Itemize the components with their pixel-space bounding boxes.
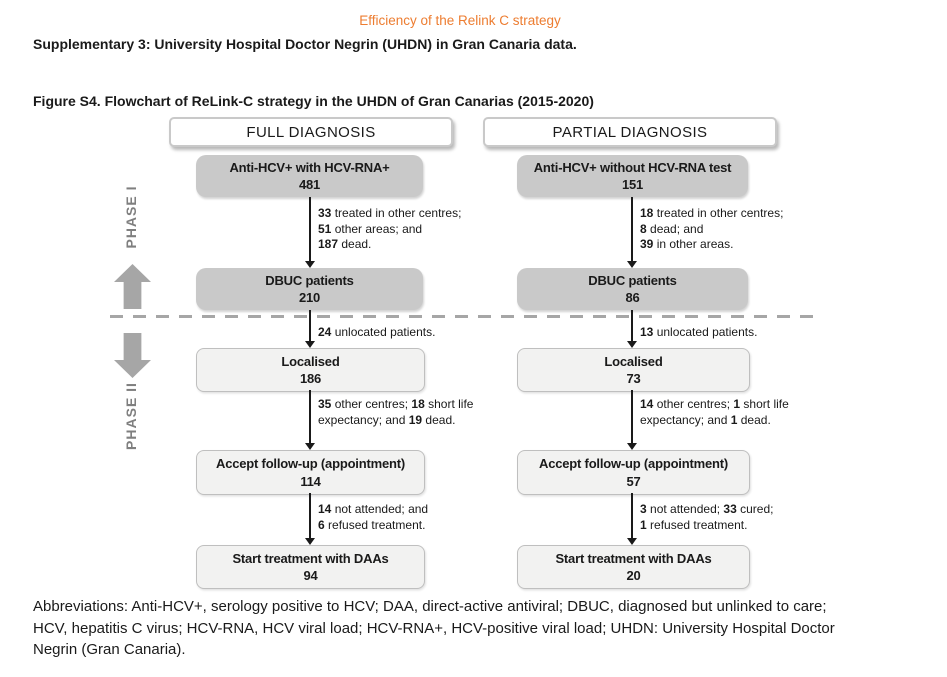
arrow-down-icon [309,310,311,341]
node-label: Accept follow-up (appointment) [216,456,405,471]
node-label: Anti-HCV+ without HCV-RNA test [533,159,732,175]
annotation-full-exclusions-1: 33 treated in other centres;51 other are… [318,206,462,251]
annotation-partial-unlocated: 13 unlocated patients. [640,325,758,339]
phase-1-up-arrow-icon [114,264,151,309]
phase-2-down-arrow-icon [114,333,151,378]
node-value: 94 [303,568,318,583]
node-partial-treatment: Start treatment with DAAs 20 [517,545,750,589]
node-value: 57 [626,473,641,489]
abbreviations-line: Abbreviations: Anti-HCV+, serology posit… [33,598,827,615]
node-label: Start treatment with DAAs [232,550,389,566]
node-full-followup: Accept follow-up (appointment) 114 [196,450,425,495]
arrow-down-icon [309,197,311,261]
node-partial-followup: Accept follow-up (appointment) 57 [517,450,750,495]
phase-divider-dashed-line [110,315,822,318]
arrow-down-icon [631,390,633,443]
node-partial-dbuc: DBUC patients 86 [517,268,748,310]
node-full-treatment: Start treatment with DAAs 94 [196,545,425,589]
arrow-down-icon [631,197,633,261]
abbreviations-footer: Abbreviations: Anti-HCV+, serology posit… [33,596,928,661]
supplementary-title: Supplementary 3: University Hospital Doc… [33,36,577,52]
arrow-down-icon [309,493,311,538]
node-label: Anti-HCV+ with HCV-RNA+ [229,159,390,175]
column-header-partial-diagnosis: PARTIAL DIAGNOSIS [483,117,777,147]
figure-caption: Figure S4. Flowchart of ReLink-C strateg… [33,93,594,109]
phase-2-label: PHASE II [123,382,139,450]
node-label: Accept follow-up (appointment) [539,456,728,471]
phase-1-label: PHASE I [123,185,139,249]
node-full-localised: Localised 186 [196,348,425,392]
node-label: Localised [281,353,340,369]
arrow-down-icon [631,493,633,538]
node-partial-antihcv: Anti-HCV+ without HCV-RNA test 151 [517,155,748,197]
node-value: 481 [298,177,321,192]
abbreviations-line: Negrin (Gran Canaria). [33,641,186,658]
node-partial-localised: Localised 73 [517,348,750,392]
annotation-full-unlocated: 24 unlocated patients. [318,325,436,339]
node-label: Start treatment with DAAs [555,550,712,566]
node-value: 20 [626,568,641,583]
node-label: Localised [604,353,663,369]
running-title: Efficiency of the Relink C strategy [359,13,561,28]
node-label: DBUC patients [588,272,677,288]
node-label: DBUC patients [265,272,354,288]
node-value: 73 [626,371,641,386]
node-value: 186 [299,371,322,386]
node-full-antihcv: Anti-HCV+ with HCV-RNA+ 481 [196,155,423,197]
node-full-dbuc: DBUC patients 210 [196,268,423,310]
node-value: 151 [621,177,644,192]
node-value: 210 [298,290,321,305]
arrow-down-icon [631,310,633,341]
abbreviations-line: HCV, hepatitis C virus; HCV-RNA, HCV vir… [33,619,835,637]
column-header-full-diagnosis: FULL DIAGNOSIS [169,117,453,147]
node-value: 86 [625,290,640,305]
arrow-down-icon [309,390,311,443]
node-value: 114 [300,473,321,489]
annotation-partial-exclusions-3: 3 not attended; 33 cured;1 refused treat… [640,502,774,532]
